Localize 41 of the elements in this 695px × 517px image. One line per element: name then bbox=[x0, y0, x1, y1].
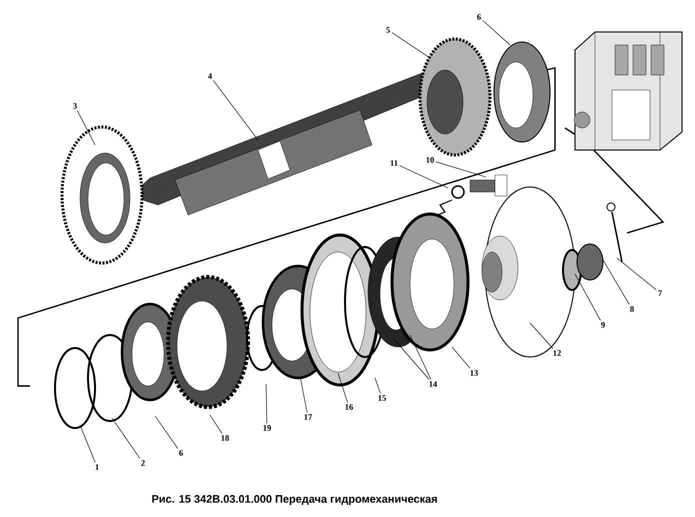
figure-caption: Рис. 15 342В.03.01.000 Передача гидромеханическая bbox=[152, 495, 437, 505]
leader-line bbox=[436, 161, 486, 178]
leader-line bbox=[80, 424, 96, 463]
leader-line bbox=[392, 32, 430, 58]
leader-line bbox=[266, 384, 268, 424]
callout-number: 1 bbox=[96, 464, 99, 470]
leader-line bbox=[452, 346, 470, 369]
leader-line bbox=[410, 334, 432, 380]
leader-line bbox=[77, 110, 96, 146]
callout-number: 3 bbox=[73, 103, 77, 109]
callout-number: 18 bbox=[221, 435, 229, 441]
callout-number: 16 bbox=[345, 404, 353, 410]
leader-line bbox=[213, 80, 258, 140]
callout-number: 15 bbox=[378, 395, 386, 401]
callout-number: 2 bbox=[141, 460, 145, 466]
callout-number: 13 bbox=[470, 370, 478, 376]
callout-number: 4 bbox=[208, 73, 212, 79]
callout-number: 6 bbox=[477, 14, 481, 20]
callout-number: 9 bbox=[601, 322, 605, 328]
callout-number: 11 bbox=[390, 160, 398, 166]
leader-line bbox=[300, 376, 308, 413]
leader-line bbox=[602, 260, 630, 305]
callout-number: 8 bbox=[630, 306, 634, 312]
leader-line bbox=[210, 414, 222, 434]
leader-line bbox=[574, 274, 601, 321]
leader-line bbox=[112, 418, 140, 459]
callout-number: 14 bbox=[429, 381, 438, 387]
callout-number: 12 bbox=[553, 350, 561, 356]
leader-line bbox=[338, 372, 348, 403]
callout-number: 19 bbox=[263, 425, 271, 431]
callout-number: 7 bbox=[658, 290, 662, 296]
leader-line bbox=[482, 20, 510, 46]
callout-number: 6 bbox=[179, 450, 183, 456]
leader-line bbox=[374, 378, 381, 394]
leader-line bbox=[154, 416, 178, 449]
leader-line bbox=[392, 338, 430, 380]
callout-number: 10 bbox=[426, 157, 434, 163]
leader-line bbox=[399, 165, 448, 188]
callout-number: 17 bbox=[304, 414, 312, 420]
callout-number: 5 bbox=[386, 27, 390, 33]
leader-line bbox=[616, 258, 656, 290]
